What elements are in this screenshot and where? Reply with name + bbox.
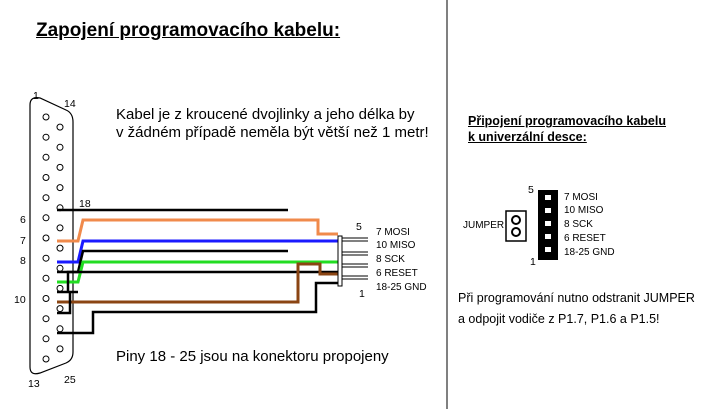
db25-pin-25	[56, 345, 64, 353]
db25-pin-1-label: 1	[33, 90, 39, 102]
wire-gnd-hidden	[57, 282, 338, 292]
db25-pin-15	[56, 143, 64, 151]
cable-header	[337, 235, 368, 287]
db25-pin-8	[42, 254, 50, 262]
cable-note-line1: Kabel je z kroucené dvojlinky a jeho dél…	[116, 106, 415, 123]
db25-pin-5	[42, 194, 50, 202]
page-title: Zapojení programovacího kabelu:	[36, 20, 341, 41]
cable-signal-gnd: 18-25 GND	[376, 282, 427, 293]
db25-pin-3	[42, 153, 50, 161]
right-note-line2: a odpojit vodiče z P1.7, P1.6 a P1.5!	[458, 312, 660, 326]
db25-connector	[29, 97, 74, 375]
db25-pin-12	[42, 335, 50, 343]
right-title-line1: Připojení programovacího kabelu	[468, 114, 666, 128]
wire-gnd-main	[57, 281, 338, 335]
db25-pin-6-label: 6	[20, 214, 26, 226]
db25-pin-10-label: 10	[14, 294, 26, 306]
wire-miso	[57, 239, 338, 264]
board-signal-gnd: 18-25 GND	[564, 247, 615, 258]
db25-pin-21	[56, 264, 64, 272]
db25-pin-2	[42, 133, 50, 141]
db25-pin-4	[42, 174, 50, 181]
wire-reset-hidden	[57, 262, 338, 302]
cable-signal-mosi: 7 MOSI	[376, 227, 410, 238]
wire-mosi	[57, 218, 338, 243]
pins-note: Piny 18 - 25 jsou na konektoru propojeny	[116, 348, 389, 365]
jumper-label: JUMPER	[463, 220, 505, 231]
db25-pin-1	[42, 113, 50, 121]
cable-signal-sck: 8 SCK	[376, 254, 405, 265]
db25-pin-20	[56, 244, 64, 252]
db25-pin-11	[42, 315, 50, 323]
cable-header-num-bottom: 1	[359, 288, 365, 300]
board-header-num-top: 5	[528, 184, 534, 196]
cable-header-num-top: 5	[356, 221, 362, 233]
wire-gnd-link	[57, 290, 78, 315]
cable-signal-reset: 6 RESET	[376, 268, 418, 279]
cable-signal-miso: 10 MISO	[376, 240, 416, 251]
db25-pin-14	[56, 123, 64, 131]
board-signal-mosi: 7 MOSI	[564, 192, 598, 203]
board-signal-sck: 8 SCK	[564, 219, 593, 230]
db25-pin-24	[56, 325, 64, 333]
wire-reset	[57, 262, 338, 304]
db25-pin-7-label: 7	[20, 235, 26, 247]
right-title-line2: k univerzální desce:	[468, 130, 587, 144]
cable-note-line2: v žádném případě neměla být větší než 1 …	[116, 124, 429, 141]
db25-pin-7	[42, 234, 50, 242]
db25-pin-6	[42, 214, 50, 222]
db25-pin-18-label: 18	[79, 198, 91, 210]
db25-pin-13	[42, 355, 50, 363]
right-note-line1: Při programování nutno odstranit JUMPER	[458, 291, 695, 305]
wire-gnd-b	[57, 270, 338, 294]
board-header	[538, 190, 558, 260]
db25-pin-25-label: 25	[64, 374, 76, 386]
db25-pin-8-label: 8	[20, 255, 26, 267]
db25-pin-22	[56, 284, 64, 292]
db25-pin-10	[42, 295, 50, 302]
db25-pin-9	[42, 274, 50, 282]
db25-pin-13-label: 13	[28, 378, 40, 390]
db25-pin-14-label: 14	[64, 98, 76, 110]
db25-pin-16	[56, 163, 64, 171]
board-signal-reset: 6 RESET	[564, 233, 606, 244]
jumper	[505, 210, 527, 242]
db25-pin-17	[56, 184, 64, 192]
db25-pin-23	[56, 305, 64, 313]
board-signal-miso: 10 MISO	[564, 205, 604, 216]
board-header-num-bottom: 1	[530, 256, 536, 268]
db25-pin-19	[56, 224, 64, 232]
db25-pins	[42, 113, 64, 363]
